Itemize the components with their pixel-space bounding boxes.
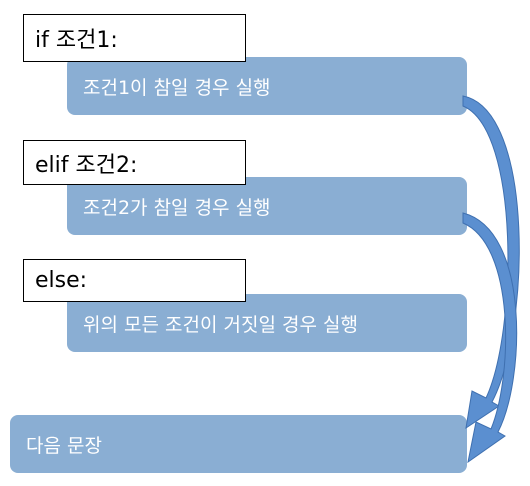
next-statement-block: 다음 문장 — [10, 415, 467, 473]
else-body-text: 위의 모든 조건이 거짓일 경우 실행 — [83, 313, 358, 336]
curved-arrow-elif-to-next — [462, 212, 518, 464]
elif-body-text: 조건2가 참일 경우 실행 — [83, 196, 271, 219]
next-statement-text: 다음 문장 — [26, 434, 102, 457]
if-body-text: 조건1이 참일 경우 실행 — [83, 76, 271, 99]
if-condition-text: if 조건1: — [35, 28, 118, 53]
else-condition-label: else: — [23, 259, 246, 302]
if-body-block: 조건1이 참일 경우 실행 — [67, 57, 467, 115]
elif-condition-text: elif 조건2: — [35, 152, 138, 178]
curved-arrow-if-to-next — [462, 95, 520, 430]
if-condition-label: if 조건1: — [23, 14, 246, 62]
elif-condition-label: elif 조건2: — [23, 140, 246, 185]
else-body-block: 위의 모든 조건이 거짓일 경우 실행 — [67, 294, 467, 352]
else-condition-text: else: — [35, 268, 88, 293]
elif-body-block: 조건2가 참일 경우 실행 — [67, 177, 467, 235]
